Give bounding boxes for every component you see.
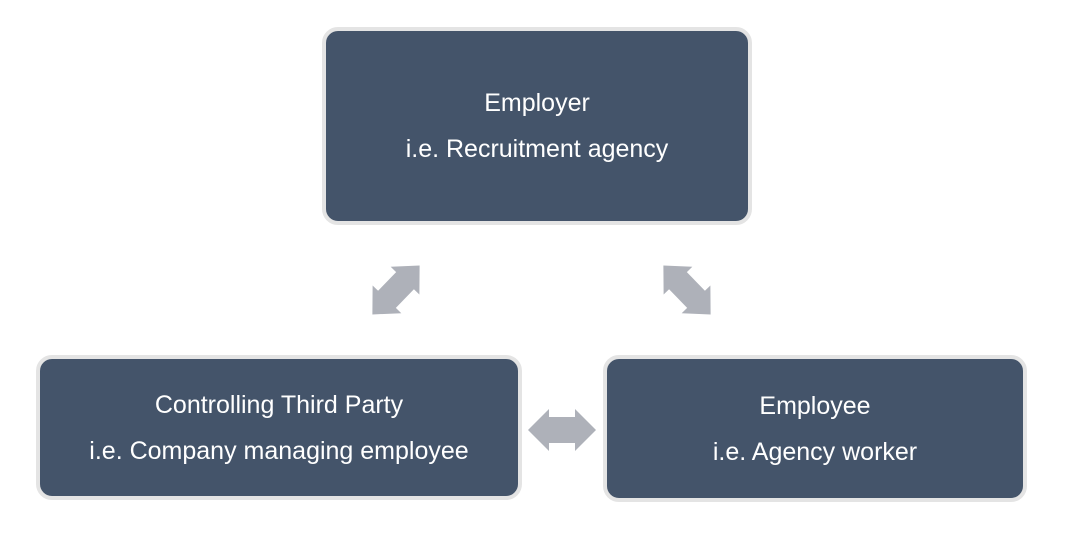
third-party-subtitle: i.e. Company managing employee xyxy=(89,436,469,465)
double-arrow-employer-employee-icon xyxy=(649,251,725,329)
employee-node: Employee i.e. Agency worker xyxy=(603,355,1027,502)
double-arrow-employer-third-party-icon xyxy=(358,251,434,329)
employer-subtitle: i.e. Recruitment agency xyxy=(405,135,669,163)
third-party-node: Controlling Third Party i.e. Company man… xyxy=(36,355,522,500)
third-party-title: Controlling Third Party xyxy=(154,390,404,419)
employer-node: Employer i.e. Recruitment agency xyxy=(322,27,752,225)
employee-subtitle: i.e. Agency worker xyxy=(712,437,918,466)
employee-title: Employee xyxy=(759,391,871,420)
employer-title: Employer xyxy=(484,89,590,117)
double-arrow-third-party-employee-icon xyxy=(528,409,596,451)
